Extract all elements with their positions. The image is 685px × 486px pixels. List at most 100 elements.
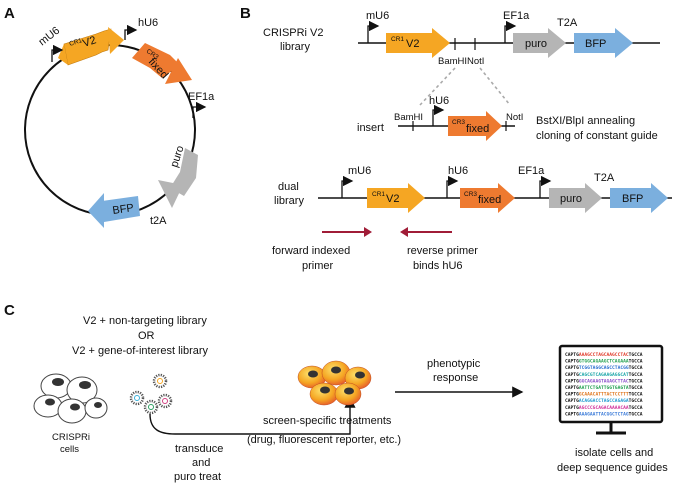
noti-label-insert: NotI <box>506 112 523 123</box>
transduce-line2: and <box>192 457 210 469</box>
treated-cell-3-nucleus <box>355 371 365 379</box>
read-suffix: TGCCA <box>629 398 643 404</box>
virus-4 <box>157 393 173 409</box>
bfp-arrow-b1 <box>574 28 633 58</box>
transduce-line3: puro treat <box>174 471 221 483</box>
treated-cell-2-nucleus <box>331 366 341 374</box>
noti-label-b1: NotI <box>467 56 484 67</box>
hu6-label-insert: hU6 <box>429 95 449 107</box>
v2-arrow-b2 <box>367 183 425 213</box>
treated-cell-1-nucleus <box>308 370 318 378</box>
reverse-primer-arrowhead <box>400 227 408 237</box>
dual-label-line2: library <box>274 195 304 207</box>
treated-cell-4-nucleus <box>320 386 330 394</box>
sequence-read-9: CAPTGAGCCCGCAGACAAAACAATGCCA <box>565 405 643 411</box>
cr1-label-b1: CR1 <box>391 36 404 43</box>
read-suffix: TGCCA <box>629 411 643 417</box>
virus-1 <box>152 373 168 389</box>
bfp-arrow-b2 <box>610 183 668 213</box>
forward-primer-arrowhead <box>364 227 372 237</box>
cells-label-line2: cells <box>60 444 79 455</box>
read-guide: GGCAGAAGTAGAGCTTAC <box>579 378 629 384</box>
read-prefix: CAPTG <box>565 365 579 371</box>
library-option-line3: V2 + gene-of-interest library <box>72 345 209 357</box>
cr3-label-b2: CR3 <box>464 191 477 198</box>
sequence-read-7: CAPTGGCAAACATTTACTCCTTTTGCCA <box>565 392 643 398</box>
sequence-read-6: CAPTGAATTCTGATTGGTGAGTATGCCA <box>565 385 643 391</box>
v2-library-construct: CRISPRi V2 library mU6 CR1 V2 BamHI NotI… <box>263 10 660 67</box>
cell-3-nucleus <box>45 398 55 406</box>
fixed-arrow-insert <box>448 111 502 141</box>
plasmid-map: mU6 hU6 EF1a CR1 V2 CR3 fixed puro BFP t… <box>24 17 215 228</box>
read-guide: TCGGTAGGCAGCCTACGG <box>579 365 629 371</box>
annealing-line1: BstXI/BlpI annealing <box>536 115 635 127</box>
sequence-read-8: CAPTGACAGGACCTAGCCAGAGATGCCA <box>565 398 643 404</box>
bfp-feature-arrow <box>102 196 140 222</box>
library-title-line1: CRISPRi V2 <box>263 27 324 39</box>
bfp-label-a: BFP <box>112 202 135 217</box>
rev-primer-line1: reverse primer <box>407 245 478 257</box>
fixed-feature-arrow <box>132 43 180 78</box>
puro-label-b1: puro <box>525 38 547 50</box>
treatments-line1: screen-specific treatments <box>263 415 392 427</box>
puro-label-b2: puro <box>560 193 582 205</box>
read-prefix: CAPTG <box>565 385 579 391</box>
read-guide: GCAAACATTTACTCCTTT <box>579 392 629 398</box>
insert-guide-right <box>479 67 511 106</box>
read-prefix: CAPTG <box>565 372 579 378</box>
treated-cells <box>297 360 372 406</box>
v2-label-b2: V2 <box>386 193 399 205</box>
read-suffix: TGCCA <box>629 385 643 391</box>
read-prefix: CAPTG <box>565 378 579 384</box>
mu6-promoter-b1 <box>367 20 380 43</box>
read-suffix: TGCCA <box>629 372 643 378</box>
insert-construct: insert BamHI NotI hU6 CR3 fixed BstXI/Bl… <box>357 95 658 142</box>
fixed-arrow-b2 <box>460 183 515 213</box>
hu6-promoter-b2 <box>446 175 459 198</box>
read-suffix: TGCCA <box>629 392 643 398</box>
cell-2-nucleus <box>79 381 91 389</box>
isolate-line2: deep sequence guides <box>557 462 668 474</box>
read-prefix: CAPTG <box>565 352 579 358</box>
ef1a-label-b1: EF1a <box>503 10 530 22</box>
read-guide: AAAGAATTACGGCTCTAG <box>579 411 629 417</box>
panel-b-letter: B <box>240 5 251 22</box>
hu6-label-b2: hU6 <box>448 165 468 177</box>
puro-arrow-b1 <box>513 28 566 58</box>
ef1a-promoter-b2 <box>539 175 552 198</box>
read-guide: AATTCTGATTGGTGAGTA <box>579 385 629 391</box>
treatments-line2: (drug, fluorescent reporter, etc.) <box>247 434 401 446</box>
crispri-cells <box>33 373 108 424</box>
virus-3-core <box>148 404 154 410</box>
t2a-label-b2: T2A <box>594 172 615 184</box>
sequence-read-1: CAPTGAAAGCCTAGCAAGCCTACTGCCA <box>565 352 643 358</box>
isolate-line1: isolate cells and <box>575 447 653 459</box>
sequence-read-4: CAPTGCAGCGTCAGAAGAGGCATTGCCA <box>565 372 643 378</box>
hu6-label-a: hU6 <box>138 17 158 29</box>
puro-arrow-b2 <box>549 183 602 213</box>
cell-3 <box>33 394 63 418</box>
transduce-line1: transduce <box>175 443 223 455</box>
ef1a-promoter-arrow <box>192 101 207 118</box>
bamhi-label-insert: BamHI <box>394 112 423 123</box>
fwd-primer-line2: primer <box>302 260 334 272</box>
sequence-read-2: CAPTGGTGGCAGAAGCTCAGAAATGCCA <box>565 359 643 365</box>
ef1a-label-b2: EF1a <box>518 165 545 177</box>
sequence-read-5: CAPTGGGCAGAAGTAGAGCTTACTGCCA <box>565 378 643 384</box>
cells-label-line1: CRISPRi <box>52 432 90 443</box>
read-guide: GTGGCAGAAGCTCAGAAA <box>579 359 629 365</box>
virus-2 <box>129 390 145 406</box>
puro-arrowhead <box>158 180 183 208</box>
hu6-promoter-insert <box>432 104 445 126</box>
fixed-arrowhead <box>165 58 192 84</box>
panel-a-letter: A <box>4 5 15 22</box>
fwd-primer-line1: forward indexed <box>272 245 350 257</box>
ef1a-promoter-b1 <box>504 20 517 43</box>
read-prefix: CAPTG <box>565 398 579 404</box>
v2-arrow-b1 <box>386 28 450 58</box>
sequence-reads: CAPTGAAAGCCTAGCAAGCCTACTGCCACAPTGGTGGCAG… <box>565 352 643 417</box>
virus-4-core <box>162 398 168 404</box>
read-suffix: TGCCA <box>629 359 643 365</box>
library-option-line1: V2 + non-targeting library <box>83 315 207 327</box>
library-title-line2: library <box>280 41 310 53</box>
